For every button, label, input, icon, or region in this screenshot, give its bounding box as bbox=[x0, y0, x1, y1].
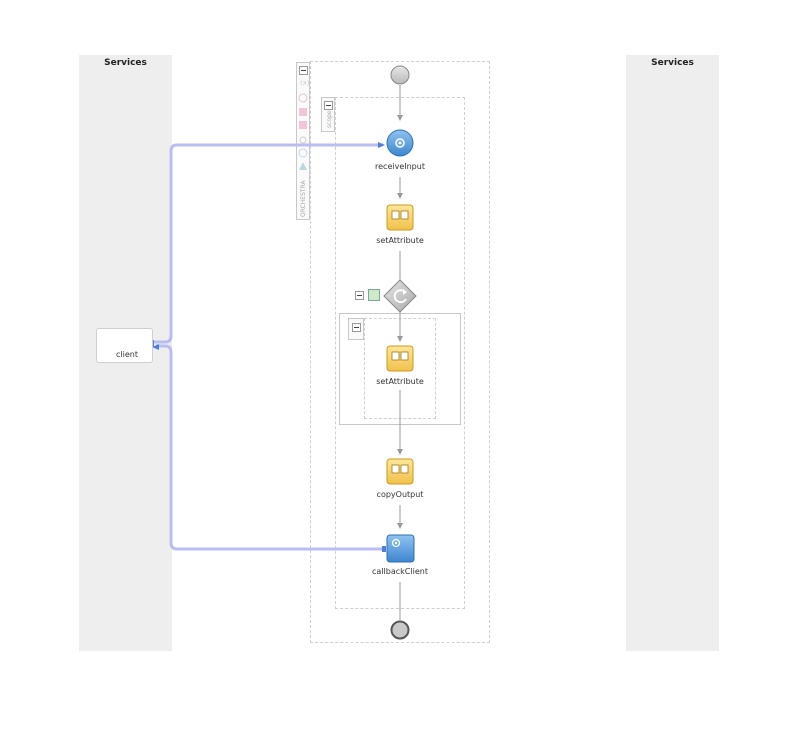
assign2-label[interactable]: setAttribute bbox=[376, 377, 424, 386]
loop-icon bbox=[393, 289, 407, 304]
assign-icon bbox=[391, 210, 400, 220]
lane-title: Services bbox=[651, 58, 694, 68]
link-arrowhead bbox=[378, 142, 385, 148]
client-partner-link[interactable] bbox=[96, 328, 153, 363]
assign-node-2 bbox=[386, 345, 414, 372]
services-lane-right: Services bbox=[626, 55, 719, 651]
while-node bbox=[383, 279, 417, 313]
assign-icon bbox=[391, 464, 400, 474]
client-label: client bbox=[116, 350, 138, 359]
lane-title: Services bbox=[104, 58, 147, 68]
gear-icon bbox=[395, 138, 405, 148]
end-event bbox=[390, 620, 410, 640]
collapse-icon[interactable] bbox=[324, 101, 333, 110]
loop-body-header bbox=[348, 318, 364, 340]
assign-node-3 bbox=[386, 458, 414, 485]
assign-node-1 bbox=[386, 204, 414, 231]
link-arrowhead bbox=[152, 344, 159, 350]
collapse-icon[interactable] bbox=[352, 323, 361, 332]
receive-label[interactable]: receiveInput bbox=[375, 162, 425, 171]
gear-icon bbox=[391, 538, 401, 548]
collapse-icon[interactable] bbox=[355, 291, 364, 300]
edit-icon[interactable] bbox=[368, 289, 380, 301]
callback-label[interactable]: callbackClient bbox=[372, 567, 428, 576]
link-client-to-receive bbox=[153, 143, 383, 344]
callback-port bbox=[382, 546, 386, 552]
assign3-label[interactable]: copyOutput bbox=[376, 490, 424, 499]
assign1-label[interactable]: setAttribute bbox=[376, 236, 424, 245]
collapse-icon[interactable] bbox=[299, 66, 308, 75]
scope-header: scope bbox=[321, 97, 335, 132]
callback-node bbox=[386, 534, 415, 563]
process-container bbox=[310, 61, 490, 643]
link-callback-to-client bbox=[156, 344, 386, 551]
receive-node bbox=[386, 129, 414, 157]
assign-icon bbox=[391, 351, 400, 361]
start-event bbox=[390, 65, 410, 85]
